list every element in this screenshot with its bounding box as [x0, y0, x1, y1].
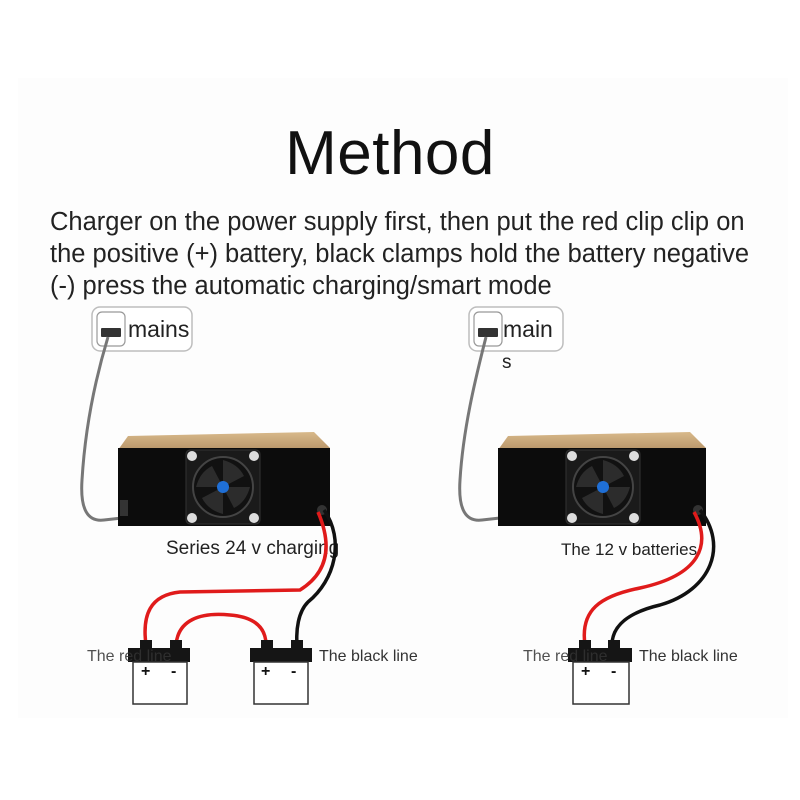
left-series-link [174, 612, 268, 646]
right-mains-label-wrap: s [502, 352, 512, 373]
plus-sign: + [261, 663, 270, 680]
minus-sign: - [611, 663, 616, 680]
instructions: Charger on the power supply first, then … [50, 206, 800, 302]
right-caption: The 12 v batteries [561, 540, 697, 559]
right-power-cord [458, 336, 501, 522]
left-black-line-label: The black line [319, 648, 418, 665]
page-title: Method [285, 119, 495, 188]
left-caption: Series 24 v charging [166, 538, 339, 559]
instruction-line: the positive (+) battery, black clamps h… [50, 240, 750, 268]
instruction-line: Charger on the power supply first, then … [50, 208, 745, 236]
left-setup: mains Series 24 v charging + - The red l… [80, 306, 418, 705]
plus-sign: + [141, 663, 150, 680]
left-battery-2 [250, 640, 312, 705]
left-battery-1 [128, 640, 190, 705]
plus-sign: + [581, 663, 590, 680]
left-charger [118, 432, 330, 526]
right-charger [498, 432, 706, 526]
left-red-wire [143, 511, 328, 646]
right-red-wire [582, 511, 704, 646]
diagram-panel [18, 78, 788, 718]
right-black-wire [610, 508, 716, 646]
right-setup: main s The 12 v batteries + - The red li… [458, 306, 738, 705]
left-black-wire [295, 508, 338, 646]
left-power-cord [80, 336, 123, 522]
right-black-line-label: The black line [639, 648, 738, 665]
right-battery [568, 640, 632, 705]
minus-sign: - [171, 663, 176, 680]
right-mains-socket [468, 306, 564, 352]
left-mains-socket [91, 306, 193, 352]
instruction-line: (-) press the automatic charging/smart m… [50, 272, 552, 300]
right-red-line-label: The red line [523, 648, 608, 665]
minus-sign: - [291, 663, 296, 680]
left-red-line-label: The red line [87, 648, 172, 665]
right-mains-label: main [503, 316, 553, 342]
left-mains-label: mains [128, 316, 189, 342]
